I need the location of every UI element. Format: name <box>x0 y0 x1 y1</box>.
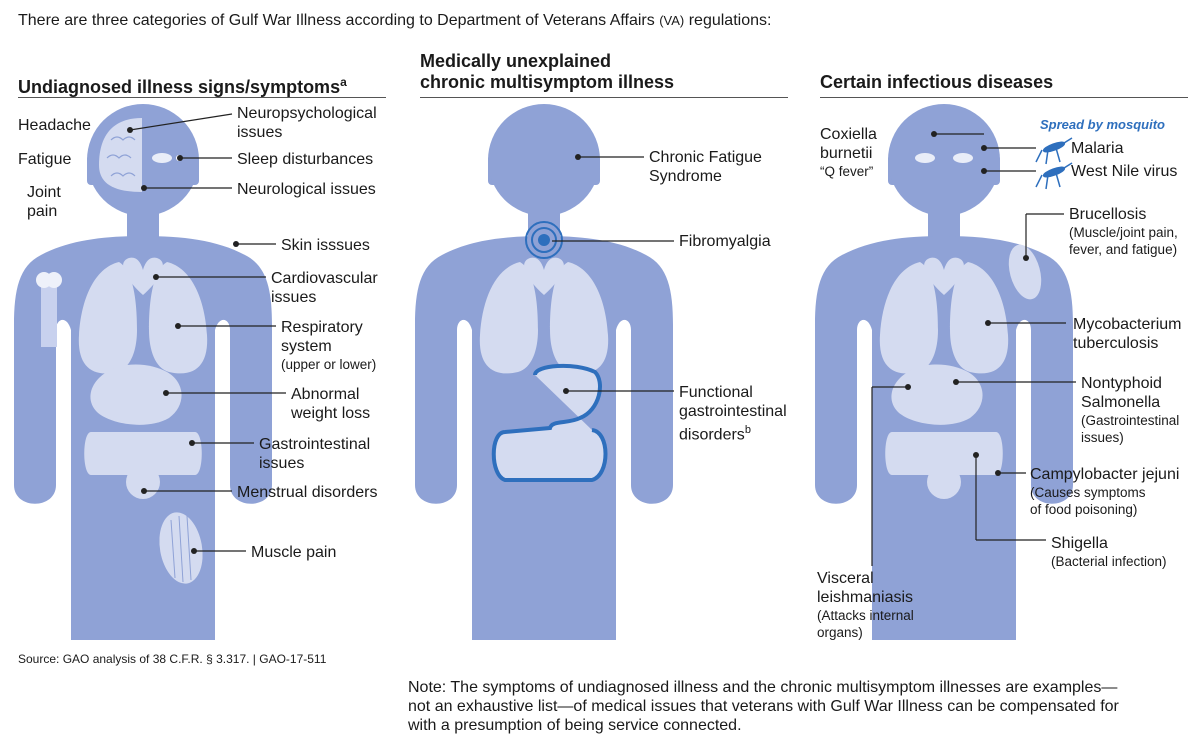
label-fibromyalgia: Fibromyalgia <box>679 233 771 250</box>
label-west-nile: West Nile virus <box>1071 163 1178 180</box>
col3-rule <box>820 97 1188 98</box>
label-malaria: Malaria <box>1071 140 1124 157</box>
label-menstrual: Menstrual disorders <box>237 484 378 501</box>
col1-title: Undiagnosed illness signs/symptomsa <box>18 75 347 97</box>
col2-rule <box>420 97 788 98</box>
intro-text: There are three categories of Gulf War I… <box>18 12 772 29</box>
label-headache: Headache <box>18 117 91 134</box>
col3-title: Certain infectious diseases <box>820 72 1054 92</box>
source-text: Source: GAO analysis of 38 C.F.R. § 3.31… <box>18 652 327 666</box>
label-shigella: Shigella(Bacterial infection) <box>1051 535 1167 569</box>
col1-rule <box>18 97 386 98</box>
eye-icon <box>152 153 172 163</box>
gi-tract-icon <box>491 363 608 482</box>
label-skin: Skin isssues <box>281 237 370 254</box>
figure-multisymptom <box>415 104 673 640</box>
leader-dots <box>127 127 1029 554</box>
label-brucellosis: Brucellosis(Muscle/joint pain,fever, and… <box>1069 206 1178 257</box>
figure-undiagnosed <box>14 104 272 640</box>
label-sleep: Sleep disturbances <box>237 151 374 168</box>
figure-infectious <box>815 104 1073 640</box>
muscle-icon <box>1008 244 1042 300</box>
col2-title: Medically unexplained chronic multisympt… <box>420 51 675 92</box>
mosquito-icon <box>1035 137 1073 190</box>
col1-title-sup: a <box>340 75 347 89</box>
note-text: Note: The symptoms of undiagnosed illnes… <box>408 679 1119 734</box>
label-fatigue: Fatigue <box>18 151 72 168</box>
bone-icon <box>41 285 57 347</box>
fibromyalgia-icon <box>538 234 550 246</box>
label-muscle-pain: Muscle pain <box>251 544 337 561</box>
intro-abbr: (VA) <box>659 13 685 28</box>
spread-by-mosquito: Spread by mosquito <box>1040 117 1165 132</box>
leader-lines <box>129 113 1076 566</box>
label-neurological: Neurological issues <box>237 181 376 198</box>
